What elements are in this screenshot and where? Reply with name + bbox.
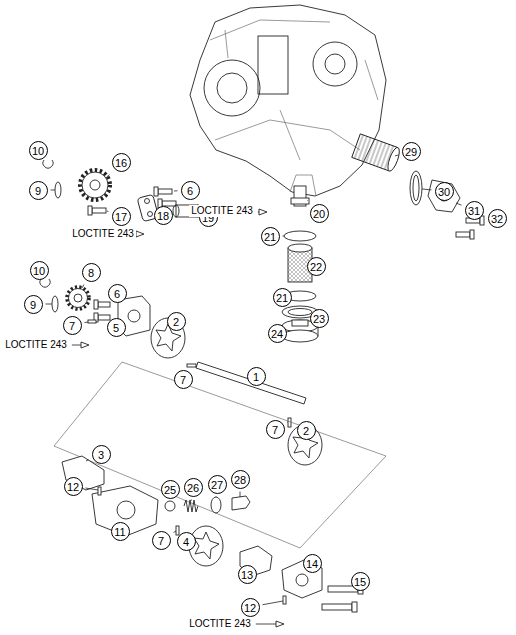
callout-number: 12 [241, 598, 260, 617]
note-text: LOCTITE 243 [3, 339, 69, 351]
callout-number: 4 [177, 532, 196, 551]
callout-number: 10 [30, 261, 49, 280]
callout-number: 7 [152, 531, 171, 550]
callout-number: 12 [64, 477, 83, 496]
callout-number: 13 [238, 565, 257, 584]
note-text: LOCTITE 243 [189, 205, 255, 217]
callout-number: 6 [108, 284, 127, 303]
callout-number: 14 [303, 554, 322, 573]
callout-number: 6 [181, 181, 200, 200]
callout-number: 15 [351, 572, 370, 591]
oil-filter [352, 134, 484, 239]
leader-line [85, 322, 89, 324]
callout-number: 26 [184, 478, 203, 497]
callout-number: 32 [488, 209, 507, 228]
leader-line [240, 492, 241, 498]
callout-number: 30 [435, 182, 454, 201]
leader-line [82, 285, 84, 289]
callout-number: 8 [82, 263, 101, 282]
leader-line [216, 496, 217, 498]
callout-number: 9 [29, 181, 48, 200]
leader-line [287, 422, 289, 423]
leader-line [256, 624, 276, 625]
leader-line [72, 345, 81, 346]
callout-number: 7 [174, 370, 193, 389]
callout-number: 28 [231, 470, 250, 489]
callout-number: 18 [154, 206, 173, 225]
leader-line [86, 460, 89, 461]
callout-number: 27 [208, 475, 227, 494]
callout-number: 23 [310, 309, 329, 328]
callout-number: 20 [310, 204, 329, 223]
leader-line [174, 190, 178, 191]
callout-number: 5 [107, 318, 126, 337]
callout-number: 7 [63, 316, 82, 335]
callout-number: 2 [297, 421, 316, 440]
screws-bushing-plate [81, 187, 284, 627]
callout-number: 31 [465, 201, 484, 220]
callout-number: 21 [273, 288, 292, 307]
leader-line [174, 531, 177, 533]
callout-number: 2 [167, 312, 186, 331]
leader-line [307, 200, 308, 202]
callout-number: 11 [111, 522, 130, 541]
callout-number: 16 [112, 153, 131, 172]
oil-pump [54, 296, 386, 548]
note-text: LOCTITE 243 [187, 618, 253, 630]
callout-number: 25 [161, 480, 180, 499]
leader-line [258, 211, 259, 212]
crankcase [190, 5, 386, 196]
note-text: LOCTITE 243 [70, 228, 136, 240]
leader-line [107, 211, 109, 213]
leader-line [51, 190, 56, 191]
leader-line [46, 304, 53, 305]
leader-line [283, 236, 285, 237]
callout-number: 9 [24, 295, 43, 314]
leader-line [86, 488, 99, 490]
callout-number: 24 [268, 324, 287, 343]
callout-number: 1 [247, 367, 266, 386]
callout-number: 29 [402, 142, 421, 161]
leader-line [263, 601, 284, 605]
leader-line [395, 155, 399, 156]
callout-number: 21 [261, 227, 280, 246]
callout-number: 17 [112, 207, 131, 226]
callout-number: 10 [29, 141, 48, 160]
leader-lines [46, 155, 462, 624]
leader-line [456, 203, 462, 205]
leader-line [106, 175, 109, 179]
callout-number: 7 [266, 420, 285, 439]
callout-number: 22 [307, 257, 326, 276]
leader-line [191, 500, 192, 502]
pump-housing [62, 456, 363, 612]
leader-line [422, 189, 432, 191]
callout-number: 3 [92, 445, 111, 464]
